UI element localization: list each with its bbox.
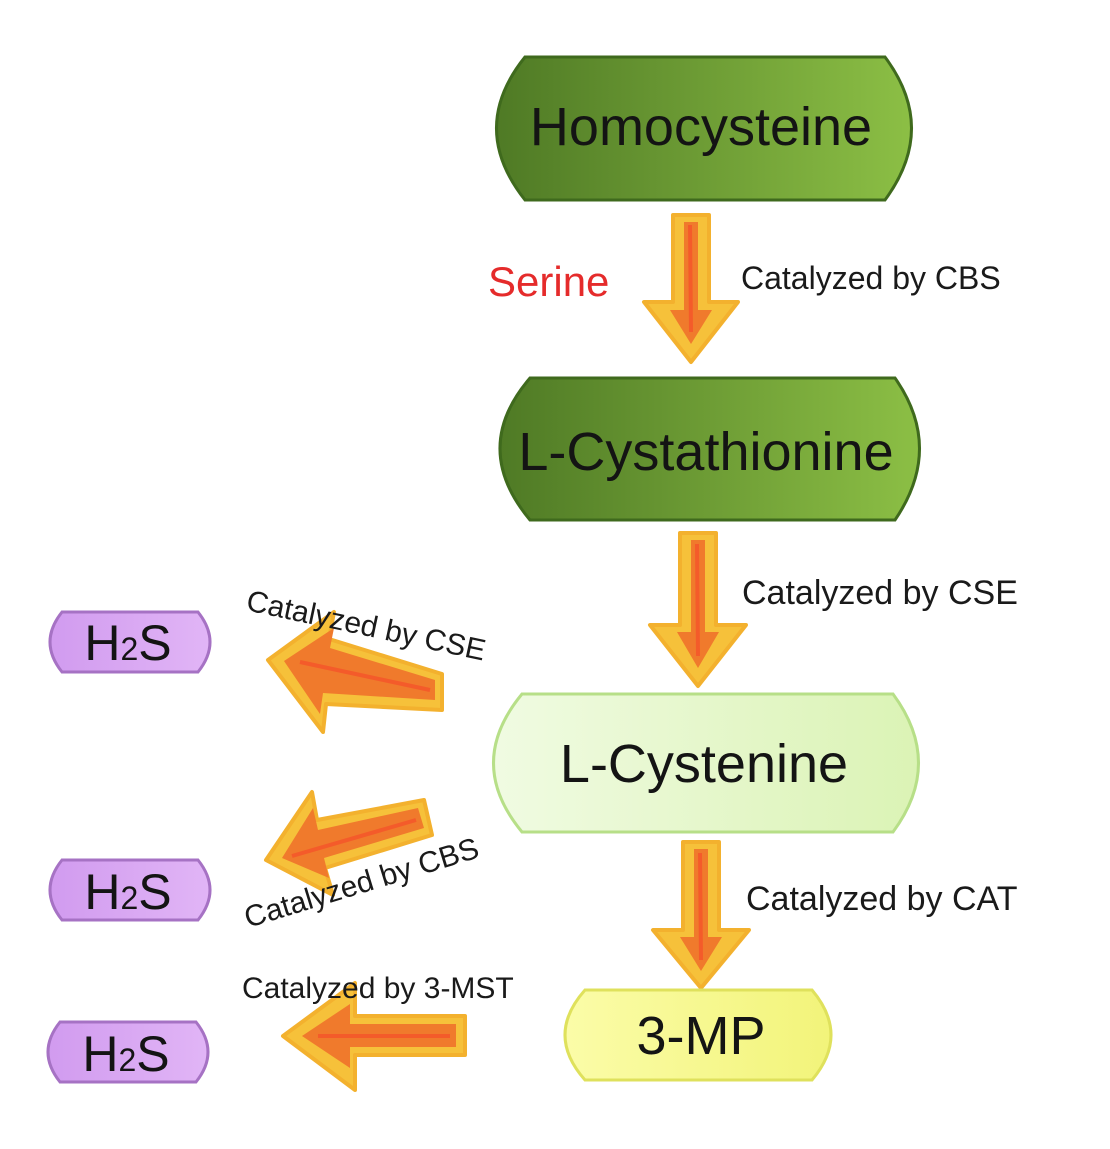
arrow-left-icon <box>266 610 444 734</box>
arrow-left-icon <box>264 790 434 897</box>
h2s-node-middle: H2S <box>48 858 212 922</box>
h2s-label-bottom: H2S <box>82 1026 169 1082</box>
h2s-node-bottom: H2S <box>46 1020 210 1084</box>
h2s-label-middle: H2S <box>84 864 171 920</box>
arrow-left-icon <box>281 981 467 1092</box>
arrow-down-icon <box>651 840 751 990</box>
catalyzed-by-3mst-left-label: Catalyzed by 3-MST <box>242 972 514 1005</box>
h2s-node-top: H2S <box>48 610 212 674</box>
homocysteine-node: Homocysteine <box>495 55 913 202</box>
catalyzed-by-cbs-label: Catalyzed by CBS <box>741 260 1001 296</box>
three-mp-node: 3-MP <box>563 988 833 1082</box>
l-cystathionine-node: L-Cystathionine <box>498 376 921 522</box>
l-cystenine-label: L-Cystenine <box>560 734 848 794</box>
catalyzed-by-cat-right-label: Catalyzed by CAT <box>746 880 1017 918</box>
serine-label: Serine <box>488 258 609 305</box>
h2s-label-top: H2S <box>84 615 171 671</box>
arrow-down-icon <box>648 531 748 688</box>
l-cystenine-node: L-Cystenine <box>492 692 920 834</box>
catalyzed-by-cse-right-label: Catalyzed by CSE <box>742 574 1018 612</box>
arrow-down-icon <box>642 213 740 364</box>
homocysteine-label: Homocysteine <box>530 97 872 157</box>
l-cystathionine-label: L-Cystathionine <box>518 422 893 482</box>
three-mp-label: 3-MP <box>636 1006 765 1066</box>
